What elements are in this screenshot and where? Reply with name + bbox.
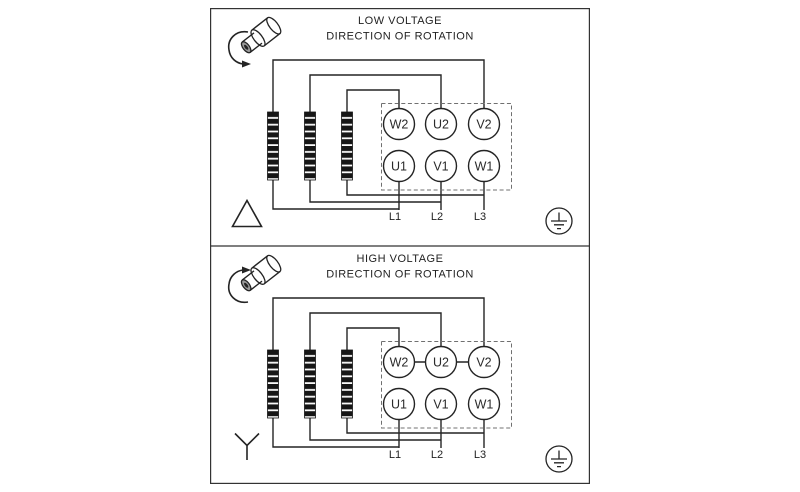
terminal-w2: W2 <box>382 107 416 141</box>
delta-symbol-icon <box>231 198 263 228</box>
terminal-block-1 <box>267 349 279 419</box>
terminal-v2: V2 <box>467 107 501 141</box>
motor-shaft-icon <box>240 254 282 292</box>
terminal-v2: V2 <box>467 345 501 379</box>
rotation-arrow <box>227 269 249 304</box>
terminal-w2: W2 <box>382 345 416 379</box>
terminal-w1: W1 <box>467 387 501 421</box>
terminal-u2-label: U2 <box>433 356 449 370</box>
terminal-block-3 <box>341 111 353 181</box>
panel-subtitle: DIRECTION OF ROTATION <box>326 269 474 281</box>
terminal-u2: U2 <box>424 107 458 141</box>
ground-icon <box>545 445 573 473</box>
line-label-l2: L2 <box>431 211 443 223</box>
terminal-v1-label: V1 <box>433 398 448 412</box>
line-label-l1: L1 <box>389 449 401 461</box>
rotation-arrow <box>227 30 249 65</box>
terminal-block-2 <box>304 111 316 181</box>
panel-high-voltage: HIGH VOLTAGE DIRECTION OF ROTATION <box>227 253 573 473</box>
rotation-direction-icon <box>227 16 282 68</box>
wye-symbol-icon <box>234 432 260 460</box>
motor-wiring-diagram: LOW VOLTAGE DIRECTION OF ROTATION <box>210 8 590 484</box>
rotation-arrowhead-icon <box>242 266 251 274</box>
terminal-block-1 <box>267 111 279 181</box>
terminal-u1: U1 <box>382 149 416 183</box>
rotation-arrowhead-icon <box>242 60 251 68</box>
terminal-u1: U1 <box>382 387 416 421</box>
terminal-u1-label: U1 <box>391 160 407 174</box>
wiring-lines <box>272 297 485 448</box>
line-label-l2: L2 <box>431 449 443 461</box>
terminal-u2-label: U2 <box>433 118 449 132</box>
motor-shaft-icon <box>240 16 282 54</box>
rotation-direction-icon <box>227 254 282 304</box>
terminal-board-outline <box>381 103 512 191</box>
line-label-l3: L3 <box>474 449 486 461</box>
terminal-w2-label: W2 <box>390 118 409 132</box>
terminal-v1: V1 <box>424 387 458 421</box>
wiring-lines <box>272 59 485 210</box>
panel-subtitle: DIRECTION OF ROTATION <box>326 31 474 43</box>
terminal-w1-label: W1 <box>475 398 494 412</box>
terminal-v1-label: V1 <box>433 160 448 174</box>
terminal-w1-label: W1 <box>475 160 494 174</box>
panel-low-voltage: LOW VOLTAGE DIRECTION OF ROTATION <box>227 15 573 235</box>
line-label-l3: L3 <box>474 211 486 223</box>
terminal-u1-label: U1 <box>391 398 407 412</box>
terminal-v1: V1 <box>424 149 458 183</box>
terminal-block-3 <box>341 349 353 419</box>
terminal-board-outline <box>381 341 512 429</box>
terminal-w2-label: W2 <box>390 356 409 370</box>
terminal-block-2 <box>304 349 316 419</box>
terminal-u2: U2 <box>424 345 458 379</box>
panel-title: LOW VOLTAGE <box>358 15 442 27</box>
terminal-v2-label: V2 <box>476 118 491 132</box>
terminal-w1: W1 <box>467 149 501 183</box>
ground-icon <box>545 207 573 235</box>
terminal-v2-label: V2 <box>476 356 491 370</box>
line-label-l1: L1 <box>389 211 401 223</box>
panel-title: HIGH VOLTAGE <box>357 253 444 265</box>
